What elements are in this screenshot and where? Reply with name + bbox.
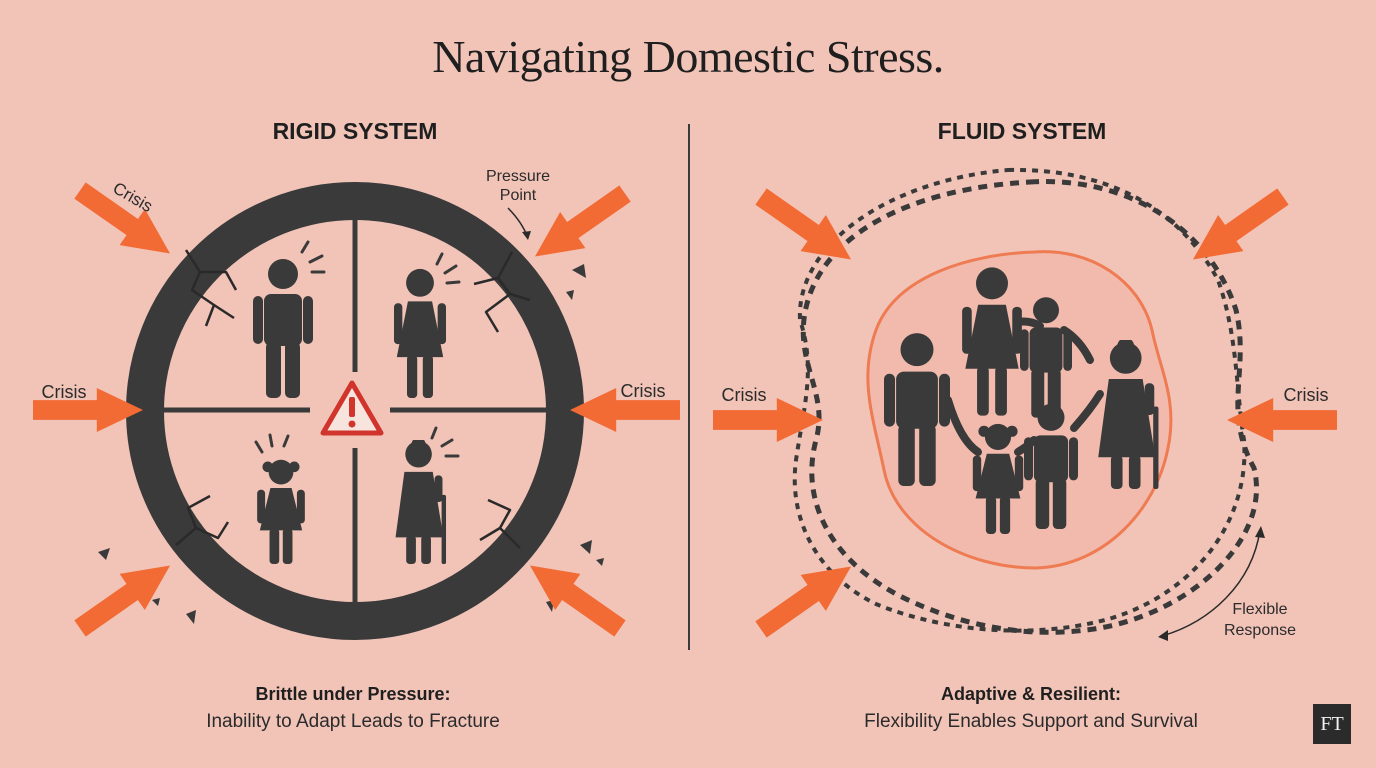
stress-marks (254, 240, 461, 458)
crisis-arrow-icon (522, 175, 638, 275)
crisis-arrow-icon (67, 547, 183, 647)
crisis-label: Crisis (722, 385, 767, 405)
page-title: Navigating Domestic Stress. (432, 31, 944, 82)
holding-hands (944, 317, 1104, 456)
warning-triangle-icon (320, 380, 384, 436)
person-icon (257, 459, 305, 564)
person-icon (253, 259, 313, 398)
ft-logo: FT (1313, 704, 1351, 744)
rigid-ring (126, 182, 584, 640)
panel-divider (688, 124, 690, 650)
person-icon (394, 268, 446, 398)
crisis-arrow-icon (748, 178, 864, 278)
rigid-caption-subtitle: Inability to Adapt Leads to Fracture (206, 711, 500, 732)
fluid-caption-subtitle: Flexibility Enables Support and Survival (864, 711, 1198, 732)
rigid-caption: Brittle under Pressure: Inability to Ada… (93, 684, 613, 733)
pressure-point-label: Pressure (486, 168, 550, 185)
support-glow (866, 250, 1173, 570)
flexible-response-label: Flexible (1232, 601, 1287, 618)
flexible-response-arrow (1161, 529, 1261, 637)
fluid-boundary (792, 167, 1259, 635)
rigid-system-heading: RIGID SYSTEM (272, 118, 438, 144)
rigid-diagram: Crisis Pressure Point Crisis Crisis (33, 168, 680, 647)
rigid-quadrant-dividers (160, 220, 552, 604)
fluid-system-heading: FLUID SYSTEM (937, 118, 1107, 144)
crisis-label: Crisis (42, 382, 87, 402)
person-icon (395, 440, 447, 564)
flexible-response-label: Response (1224, 622, 1296, 639)
crack-icon (175, 249, 531, 549)
pressure-point-label: Point (500, 187, 537, 204)
fluid-caption-title: Adaptive & Resilient: (940, 684, 1122, 704)
crisis-arrow-icon (748, 548, 864, 648)
fluid-caption: Adaptive & Resilient: Flexibility Enable… (771, 684, 1291, 733)
crisis-arrow-icon (1180, 178, 1296, 278)
crisis-label: Crisis (621, 381, 666, 401)
rigid-caption-title: Brittle under Pressure: (255, 684, 451, 704)
fluid-diagram: Crisis Crisis Flexible Response (713, 167, 1337, 648)
debris-fragments (98, 264, 604, 624)
crisis-arrow-icon (517, 547, 633, 647)
crisis-label: Crisis (1284, 385, 1329, 405)
